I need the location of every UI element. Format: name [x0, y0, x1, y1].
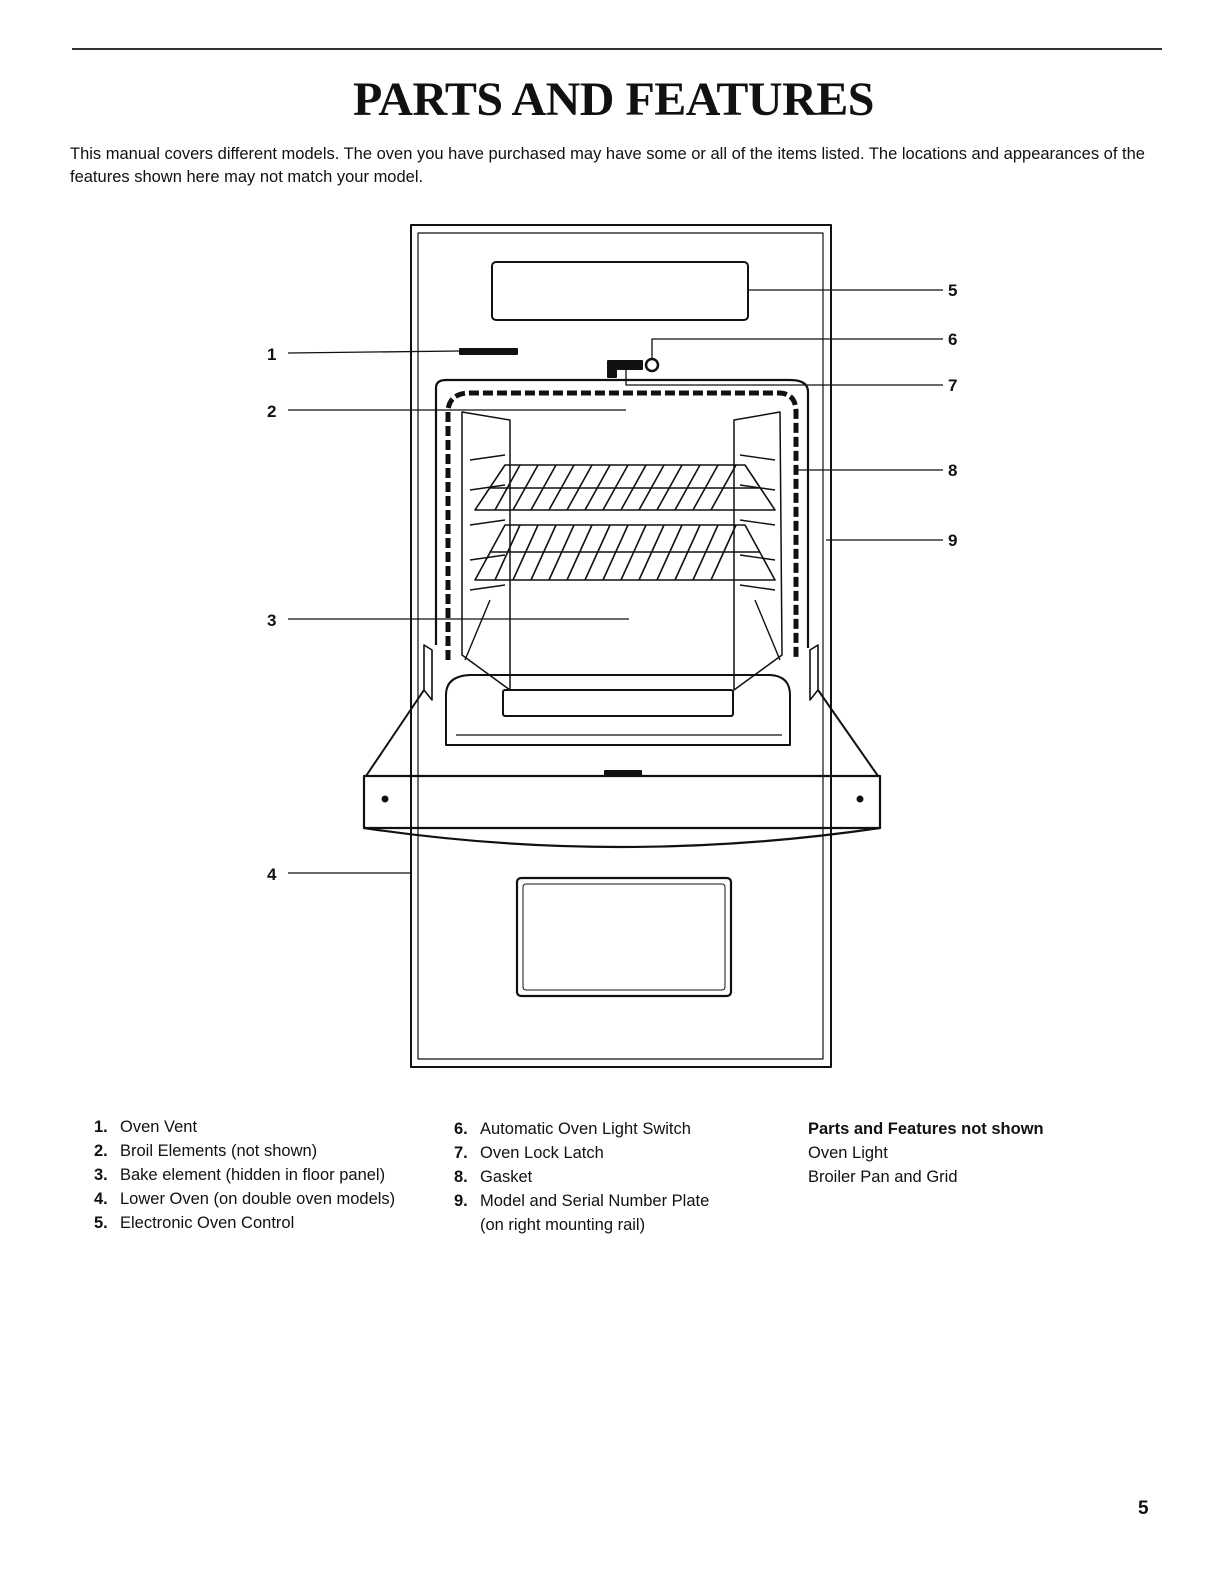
callout-8: 8 — [948, 461, 957, 480]
callout-4: 4 — [267, 865, 277, 884]
door-front-edge — [362, 774, 882, 830]
not-shown-list: Parts and Features not shown Oven Light … — [808, 1117, 1044, 1189]
door-outer-slope-left — [365, 689, 425, 777]
door-window — [502, 689, 734, 717]
oven-cabinet-inner-outline — [417, 232, 824, 1060]
right-side-wall — [733, 411, 783, 691]
electronic-control-panel — [491, 261, 749, 321]
list-item: 9.Model and Serial Number Plate(on right… — [454, 1192, 710, 1234]
parts-list-column-2: 6.Automatic Oven Light Switch 7.Oven Loc… — [454, 1117, 709, 1237]
oven-rack-bottom — [474, 524, 776, 581]
door-screw-right — [856, 795, 864, 803]
list-item: Broiler Pan and Grid — [808, 1168, 958, 1186]
light-switch-icon — [644, 357, 660, 373]
callout-7: 7 — [948, 376, 957, 395]
parts-list-column-1: 1.Oven Vent 2.Broil Elements (not shown)… — [94, 1115, 395, 1235]
right-hinge — [809, 644, 819, 701]
callout-5: 5 — [948, 281, 957, 300]
callout-3: 3 — [267, 611, 276, 630]
oven-vent — [459, 348, 518, 355]
door-inner-panel — [445, 674, 791, 746]
lower-oven-window-inner — [522, 883, 726, 991]
door-screw-left — [381, 795, 389, 803]
leader-1 — [287, 350, 461, 354]
list-item: 1.Oven Vent — [94, 1118, 198, 1136]
page-title: PARTS AND FEATURES — [353, 73, 874, 126]
leader-7 — [625, 368, 943, 386]
lower-oven-window — [515, 876, 733, 998]
oven-rack-top — [474, 464, 776, 511]
list-item: 8.Gasket — [454, 1168, 533, 1186]
door-bottom-edge — [363, 826, 881, 849]
oven-cabinet-outline — [410, 224, 832, 1068]
list-item: 3.Bake element (hidden in floor panel) — [94, 1166, 386, 1184]
oven-cavity-frame — [434, 378, 810, 648]
list-item: 4.Lower Oven (on double oven models) — [94, 1190, 396, 1208]
oven-floor — [464, 599, 781, 661]
gasket — [445, 390, 799, 660]
callout-1: 1 — [267, 345, 276, 364]
list-item: 5.Electronic Oven Control — [94, 1214, 295, 1232]
not-shown-heading: Parts and Features not shown — [808, 1120, 1044, 1138]
top-rule — [72, 48, 1162, 50]
callout-6: 6 — [948, 330, 957, 349]
callout-2: 2 — [267, 402, 276, 421]
list-item: Oven Light — [808, 1144, 888, 1162]
left-hinge — [423, 644, 433, 701]
list-item: 6.Automatic Oven Light Switch — [454, 1120, 691, 1138]
callout-9: 9 — [948, 531, 957, 550]
list-item: 2.Broil Elements (not shown) — [94, 1142, 318, 1160]
list-item: 7.Oven Lock Latch — [454, 1144, 604, 1162]
door-handle — [604, 770, 642, 776]
leader-6 — [651, 338, 943, 358]
page-number: 5 — [1138, 1498, 1149, 1519]
lock-latch-icon — [607, 360, 643, 378]
intro-paragraph: This manual covers different models. The… — [70, 145, 1145, 186]
door-outer-slope-right — [817, 689, 879, 777]
rack-guides-left — [469, 454, 506, 591]
